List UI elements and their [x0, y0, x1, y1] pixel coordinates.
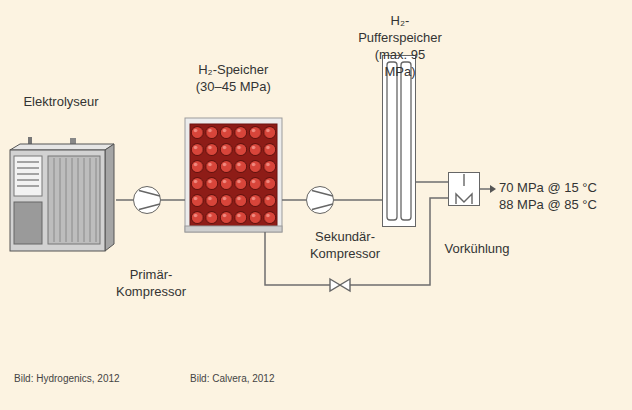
tank-slot	[387, 62, 397, 220]
node-label: Vorkühlung	[444, 241, 509, 258]
container-side	[105, 144, 114, 251]
node-label: Sekundär- Kompressor	[310, 229, 380, 263]
image-credit: Bild: Calvera, 2012	[190, 372, 275, 385]
chimney	[70, 138, 76, 144]
electrolyzer-illustration	[10, 137, 114, 251]
compressor-circle: Sekundär- Kompressor	[306, 186, 334, 214]
pipe-connector	[161, 199, 185, 201]
heat-exchanger-coil	[456, 174, 472, 204]
container-ribs	[54, 158, 96, 242]
compressor-circle: Primär- Kompressor	[133, 186, 161, 214]
container-panel	[48, 156, 100, 244]
compressor-fill	[307, 187, 333, 213]
valve-symbol	[330, 279, 350, 291]
node-label: Primär- Kompressor	[116, 267, 186, 301]
compressor-lines	[312, 191, 333, 210]
node-label: Elektrolyseur	[23, 94, 98, 111]
compressor-symbol	[134, 187, 160, 213]
image-credit: Bild: Hydrogenics, 2012	[14, 372, 120, 385]
output-spec: 70 MPa @ 15 °C	[499, 180, 597, 197]
pipe-connector	[282, 199, 306, 201]
container-roof	[10, 144, 114, 150]
valve-half	[330, 279, 340, 291]
output-arrow	[480, 185, 496, 193]
compressor-fill	[134, 187, 160, 213]
pipe-connector	[116, 199, 133, 201]
compressor-lines	[139, 191, 160, 210]
electrolyzer-image: Elektrolyseur	[6, 140, 116, 255]
precooler-symbol	[448, 172, 480, 206]
container-door	[14, 202, 42, 244]
storage-image: H₂-Speicher (30–45 MPa)	[185, 118, 282, 232]
pipe-connector	[265, 198, 448, 285]
buffer-tank-symbol	[382, 55, 416, 227]
container-front	[10, 150, 105, 251]
storage-base	[185, 226, 282, 232]
arrow-head	[490, 185, 496, 193]
node-label: H₂-Pufferspeicher (max. 95 MPa)	[358, 13, 442, 81]
valve-half	[340, 279, 350, 291]
node-label: H₂-Speicher (30–45 MPa)	[185, 62, 283, 96]
pipe-connector	[416, 181, 448, 183]
storage-frame	[185, 118, 282, 232]
tank-fill	[382, 55, 416, 227]
storage-cylinders	[190, 124, 277, 226]
pipe-connector	[334, 199, 382, 201]
output-line	[480, 188, 491, 190]
output-spec: 88 MPa @ 85 °C	[499, 197, 597, 214]
storage-illustration	[185, 118, 282, 232]
container-window	[14, 156, 42, 196]
window-detail	[17, 162, 39, 186]
buffer-tank: H₂-Pufferspeicher (max. 95 MPa)	[382, 55, 416, 227]
precooler-box: Vorkühlung	[448, 172, 480, 206]
precooler-fill	[448, 172, 480, 206]
tank-slot	[401, 62, 411, 220]
compressor-symbol	[307, 187, 333, 213]
